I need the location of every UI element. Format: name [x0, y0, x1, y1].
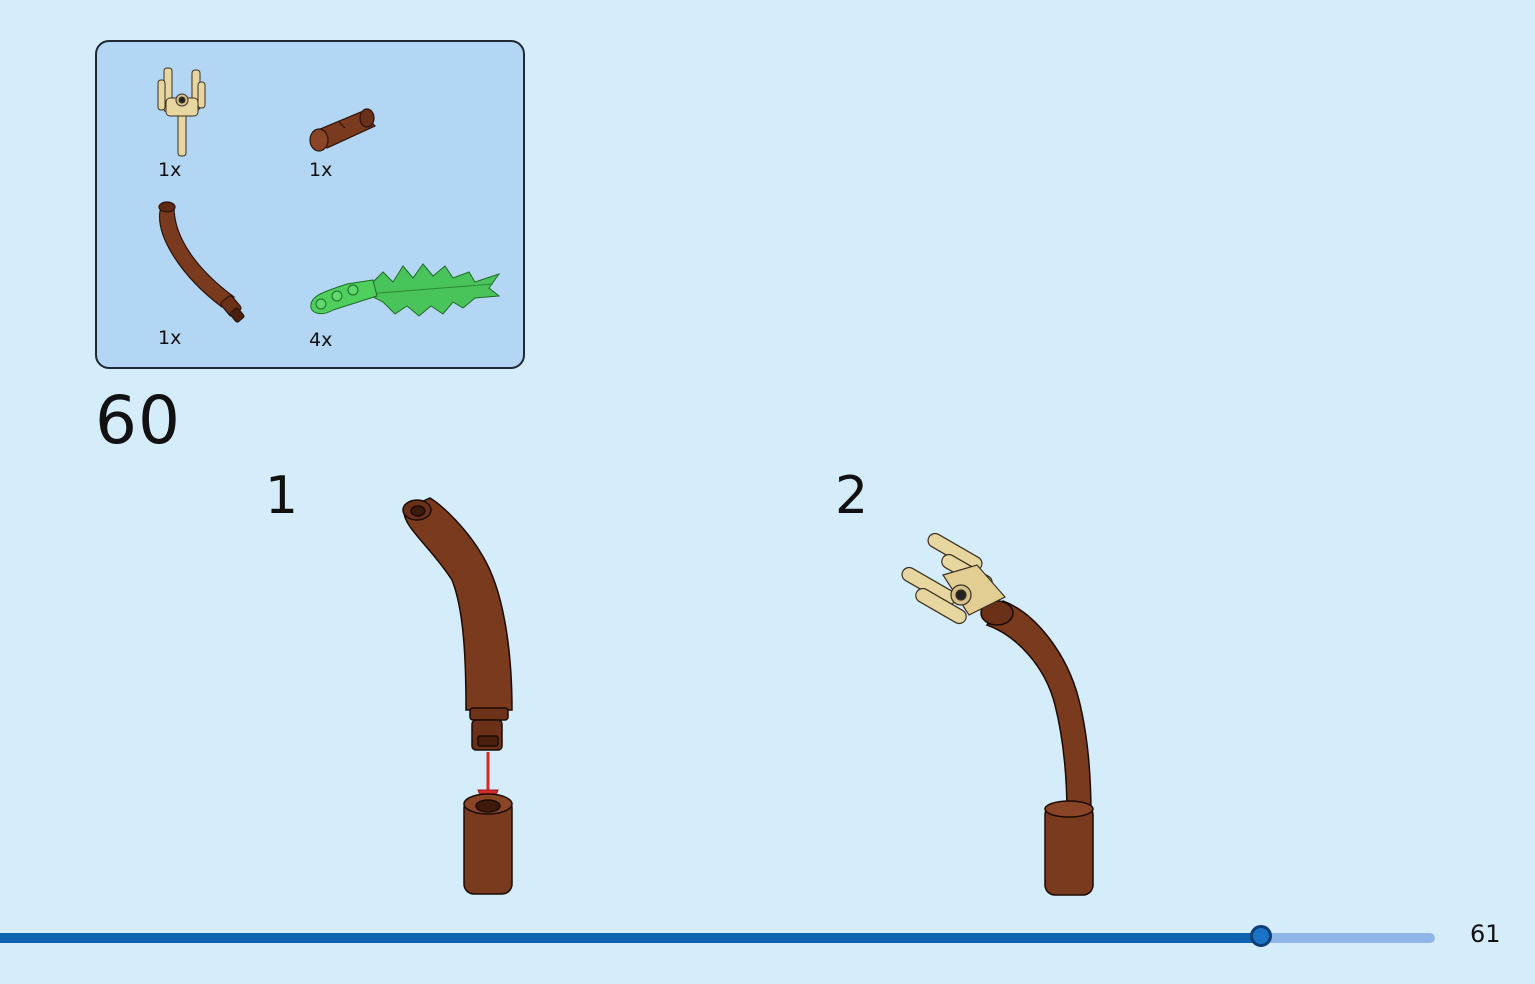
part-tan-bar-holder: 1x: [152, 62, 212, 181]
brown-curved-trunk-icon: [158, 201, 245, 323]
progress-handle: [1250, 925, 1273, 947]
palm-leaf-icon: [310, 263, 501, 317]
progress-bar: [0, 925, 1435, 947]
brown-round-brick-icon: [309, 108, 377, 152]
substep-2-illustration: [901, 532, 1094, 896]
step-number: 60: [95, 382, 181, 459]
progress-fill: [0, 933, 1262, 943]
part-green-palm-leaf: 4x: [303, 252, 503, 351]
part-qty: 1x: [309, 159, 333, 181]
part-qty: 1x: [158, 327, 182, 349]
substep-number-1: 1: [265, 466, 299, 526]
substep-number-2: 2: [835, 466, 869, 526]
substep-1-illustration: [402, 497, 513, 895]
part-qty: 4x: [309, 329, 333, 351]
parts-list: 1x 1x 1x: [95, 40, 525, 369]
part-qty: 1x: [158, 159, 182, 181]
tan-bar-holder-icon: [157, 67, 206, 157]
page-number: 61: [1470, 920, 1501, 948]
part-brown-curved-trunk: 1x: [152, 197, 262, 349]
part-brown-round-brick: 1x: [303, 102, 383, 181]
